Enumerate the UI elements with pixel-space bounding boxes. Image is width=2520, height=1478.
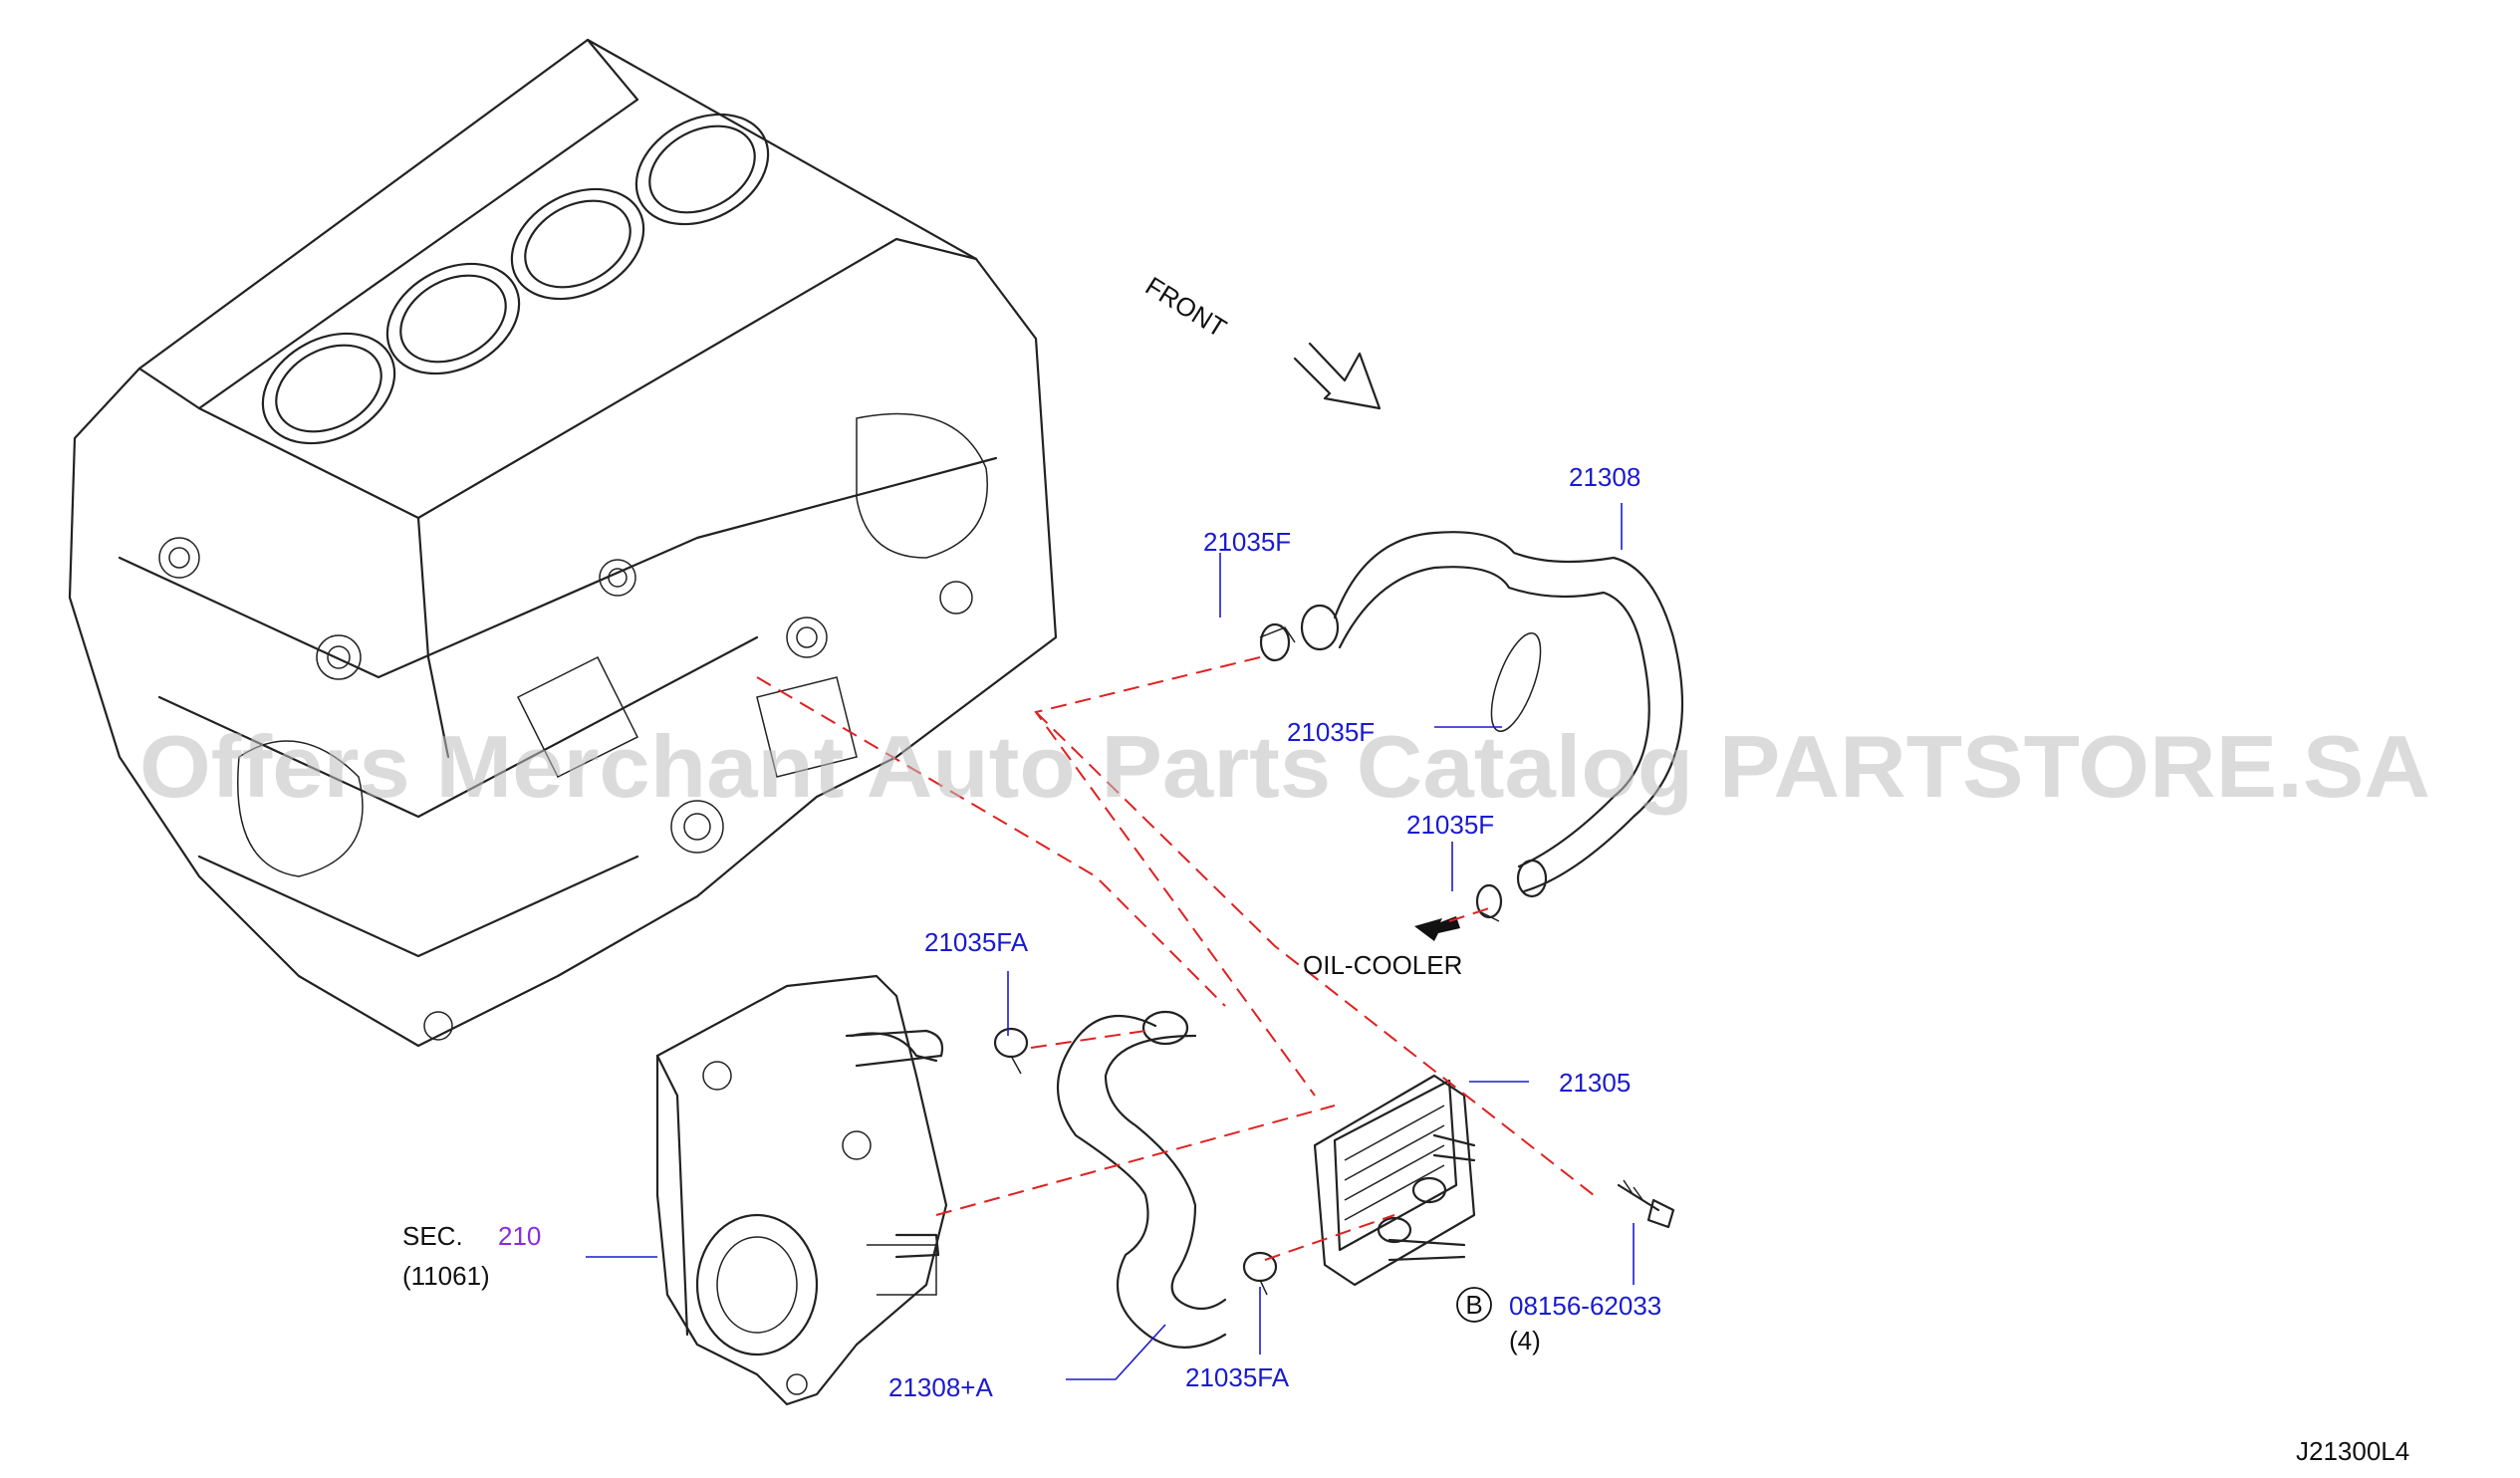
bolt-drawing	[1617, 1179, 1675, 1229]
front-arrow-icon	[1293, 342, 1382, 410]
part-number-21035f-upper-lower[interactable]: 21035F	[1406, 810, 1494, 840]
part-number-21308-a[interactable]: 21308+A	[888, 1372, 993, 1402]
part-number-21035f-upper-left[interactable]: 21035F	[1203, 527, 1291, 557]
hose-upper-drawing	[1300, 531, 1683, 898]
assembly-dashed-lines	[756, 656, 1595, 1261]
engine-block-drawing	[68, 38, 1058, 1048]
bolt-marker-letter: B	[1465, 1290, 1482, 1320]
part-number-21035fa-lower-left[interactable]: 21035FA	[924, 927, 1029, 957]
clamp-upper-left-drawing	[1259, 622, 1296, 662]
bolt-marker-icon: B	[1456, 1287, 1492, 1323]
watermark-text: Offers Merchant Auto Parts Catalog PARTS…	[139, 717, 2430, 816]
oil-cooler-drawing	[1313, 1074, 1476, 1287]
part-number-08156-62033[interactable]: 08156-62033	[1509, 1291, 1661, 1321]
part-number-21035fa-lower-right[interactable]: 21035FA	[1185, 1362, 1290, 1392]
part-number-21305[interactable]: 21305	[1559, 1068, 1631, 1098]
clamp-upper-lower-drawing	[1475, 883, 1503, 922]
leader-lines	[586, 503, 1635, 1380]
clamp-lower-right-drawing	[1242, 1251, 1278, 1296]
bolt-quantity: (4)	[1509, 1326, 1541, 1355]
clamp-lower-left-drawing	[993, 1027, 1029, 1075]
front-cover-housing-drawing	[655, 974, 948, 1406]
part-number-21308[interactable]: 21308	[1569, 462, 1640, 492]
part-number-21035f-upper-mid[interactable]: 21035F	[1287, 717, 1375, 747]
section-sub-code: (11061)	[402, 1261, 490, 1291]
diagram-code: J21300L4	[2296, 1436, 2409, 1466]
hose-lower-drawing	[850, 1010, 1227, 1349]
section-prefix: SEC.	[402, 1221, 463, 1251]
oil-cooler-label: OIL-COOLER	[1303, 950, 1462, 980]
section-link-210[interactable]: 210	[498, 1221, 541, 1251]
front-label: FRONT	[1140, 271, 1232, 344]
oil-cooler-arrow-icon	[1414, 916, 1460, 941]
